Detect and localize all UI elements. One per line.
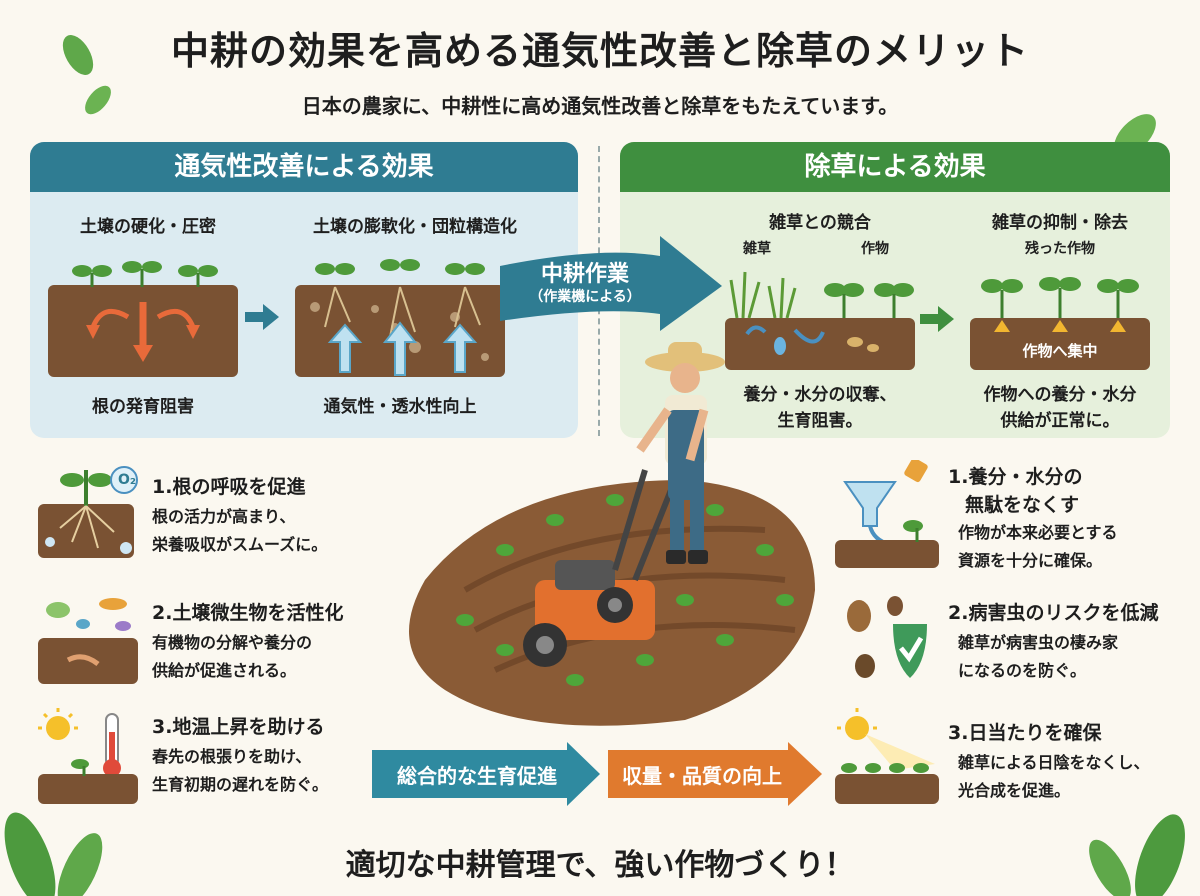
root-respiration-title: 1.根の呼吸を促進 — [152, 476, 306, 498]
compacted-soil-illustration — [48, 261, 238, 377]
nutrient-waste-title: 1.養分・水分の — [948, 466, 1083, 488]
sunlight-line2: 光合成を促進。 — [958, 781, 1071, 800]
leaf-decoration-bottom-left — [4, 812, 103, 896]
nutrient-funnel-icon — [835, 460, 939, 568]
root-respiration-line1: 根の活力が高まり、 — [152, 507, 296, 526]
nutrient-theft-caption-line1: 養分・水分の収奪、 — [743, 385, 897, 405]
soil-microbe-line2: 供給が促進される。 — [152, 661, 297, 680]
pest-shield-icon — [847, 596, 927, 678]
aeration-panel-heading: 通気性改善による効果 — [30, 142, 578, 192]
soil-temperature-line2: 生育初期の遅れを防ぐ。 — [152, 775, 329, 794]
cultivation-work-label: 中耕作業 — [540, 262, 629, 287]
root-respiration-line2: 栄養吸収がスムーズに。 — [152, 535, 328, 554]
soil-temperature-icon — [38, 708, 138, 804]
normal-supply-caption-line2: 供給が正常に。 — [1000, 411, 1120, 431]
pest-risk-title: 2.病害虫のリスクを低減 — [948, 602, 1159, 624]
growth-promotion-label: 総合的な生育促進 — [397, 764, 557, 788]
growth-promotion-arrow — [372, 742, 600, 806]
page-subtitle: 日本の農家に、中耕性に高め通気性改善と除草をもたえています。 — [301, 94, 899, 118]
root-growth-inhibition-caption: 根の発育阻害 — [92, 397, 194, 417]
page-title: 中耕の効果を高める通気性改善と除草のメリット — [170, 29, 1029, 73]
sunlight-icon — [835, 708, 939, 804]
weed-removed-illustration — [970, 277, 1150, 370]
sunlight-title: 3.日当たりを確保 — [948, 722, 1102, 744]
yield-quality-arrow — [608, 742, 822, 806]
aeration-improvement-caption: 通気性・透水性向上 — [323, 397, 477, 417]
remaining-crop-tag: 残った作物 — [1025, 241, 1095, 257]
weeding-panel-heading: 除草による効果 — [620, 142, 1170, 192]
pest-risk-line1: 雑草が病害虫の棲み家 — [958, 633, 1119, 652]
pest-risk-line2: になるのを防ぐ。 — [958, 661, 1087, 680]
weed-suppression-label: 雑草の抑制・除去 — [992, 213, 1128, 233]
farmer-tiller-field-illustration — [409, 469, 815, 726]
cultivation-work-sublabel: （作業機による） — [529, 289, 641, 305]
oxygen-symbol: O₂ — [117, 472, 137, 488]
farmer-figure — [636, 342, 725, 564]
focus-on-crops-overlay: 作物へ集中 — [1022, 342, 1098, 360]
soil-temperature-line1: 春先の根張りを助け、 — [152, 747, 312, 766]
nutrient-waste-line2: 資源を十分に確保。 — [958, 551, 1103, 570]
loosened-soil-label: 土壌の膨軟化・団粒構造化 — [313, 217, 517, 237]
normal-supply-caption-line1: 作物への養分・水分 — [983, 385, 1137, 405]
soil-microbe-line1: 有機物の分解や養分の — [152, 633, 313, 652]
aeration-panel: 通気性改善による効果 土壌の硬化・圧密 土壌の膨軟化・団粒構造化 — [30, 142, 578, 438]
root-respiration-icon — [38, 466, 138, 558]
weeding-change-arrow-icon — [920, 306, 954, 332]
soil-microbe-icon — [38, 598, 138, 684]
nutrient-waste-line1: 作物が本来必要とする — [958, 523, 1118, 542]
sunlight-line1: 雑草による日陰をなくし、 — [958, 753, 1150, 772]
footer-slogan: 適切な中耕管理で、強い作物づくり！ — [345, 848, 855, 883]
loosened-soil-illustration — [295, 259, 505, 377]
nutrient-waste-title-line2: 無駄をなくす — [965, 494, 1080, 516]
leaf-decoration-top-left — [62, 35, 111, 115]
soil-change-arrow-icon — [245, 304, 279, 330]
soil-microbe-title: 2.土壌微生物を活性化 — [152, 602, 344, 624]
weed-competition-illustration — [725, 271, 915, 370]
weed-competition-label: 雑草との競合 — [769, 213, 871, 233]
nutrient-theft-caption-line2: 生育阻害。 — [777, 411, 863, 431]
yield-quality-label: 収量・品質の向上 — [622, 764, 782, 788]
leaf-decoration-bottom-right — [1089, 814, 1185, 896]
soil-temperature-title: 3.地温上昇を助ける — [152, 716, 325, 738]
weed-tag: 雑草 — [743, 241, 771, 257]
crop-tag: 作物 — [861, 241, 889, 257]
cultivation-work-arrow — [500, 236, 722, 331]
compacted-soil-label: 土壌の硬化・圧密 — [80, 217, 216, 237]
